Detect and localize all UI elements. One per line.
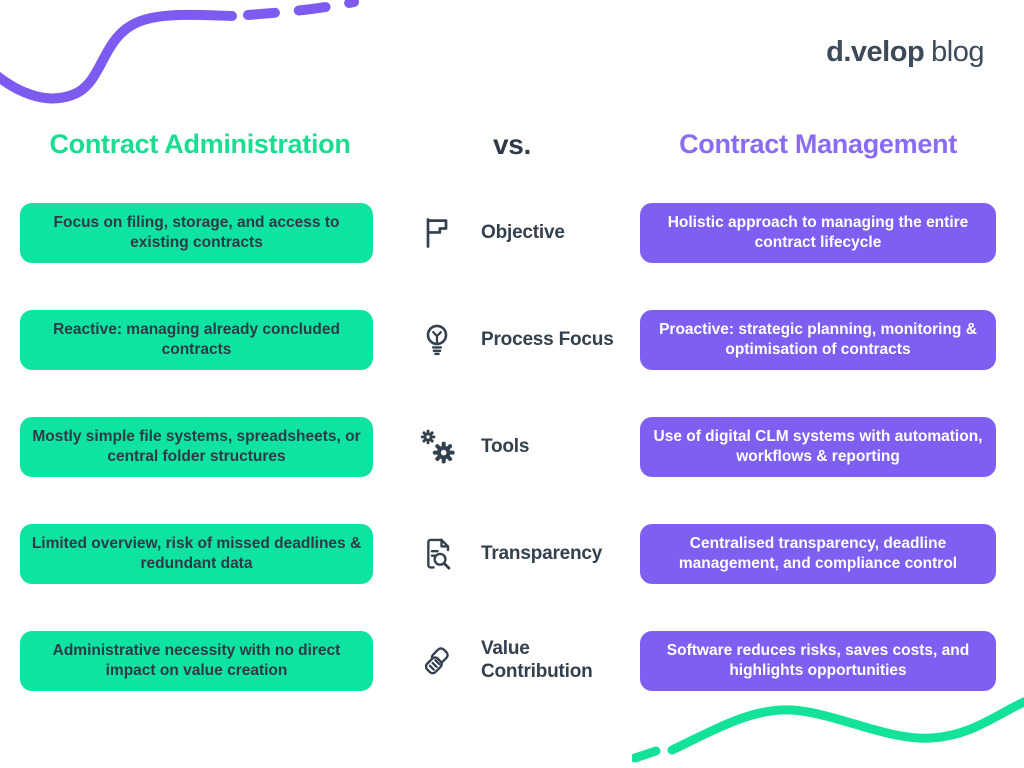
logo-brand: d.velop (826, 36, 925, 68)
row-objective: Focus on filing, storage, and access to … (0, 203, 1024, 263)
row-process-center: Process Focus (417, 310, 632, 370)
handshake-icon (417, 641, 457, 681)
mgmt-tools-box: Use of digital CLM systems with automati… (640, 417, 996, 477)
row-tools-center: Tools (417, 417, 632, 477)
row-transparency-center: Transparency (417, 524, 632, 584)
heading-contract-administration: Contract Administration (49, 129, 351, 159)
row-tools: Mostly simple file systems, spreadsheets… (0, 417, 1024, 477)
row-objective-center: Objective (417, 203, 632, 263)
mgmt-transparency-box: Centralised transparency, deadline manag… (640, 524, 996, 584)
heading-vs: vs. (492, 129, 532, 160)
admin-process-box: Reactive: managing already concluded con… (20, 310, 373, 370)
flag-icon (417, 213, 457, 253)
mgmt-objective-box: Holistic approach to managing the entire… (640, 203, 996, 263)
heading-contract-management: Contract Management (679, 129, 957, 159)
row-label: Objective (481, 221, 565, 243)
row-label: Process Focus (481, 328, 614, 350)
row-value-contribution: Administrative necessity with no direct … (0, 631, 1024, 691)
lightbulb-icon (417, 320, 457, 360)
purple-squiggle-decoration (0, 0, 359, 104)
row-process-focus: Reactive: managing already concluded con… (0, 310, 1024, 370)
row-label: Transparency (481, 542, 603, 564)
row-label: Tools (481, 435, 530, 457)
row-transparency: Limited overview, risk of missed deadlin… (0, 524, 1024, 584)
row-label: Value Contribution (481, 638, 593, 682)
green-squiggle-decoration (632, 696, 1024, 763)
row-value-center: Value Contribution (417, 631, 632, 691)
mgmt-process-box: Proactive: strategic planning, monitorin… (640, 310, 996, 370)
admin-tools-box: Mostly simple file systems, spreadsheets… (20, 417, 373, 477)
comparison-rows: Focus on filing, storage, and access to … (0, 203, 1024, 738)
gears-icon (417, 427, 457, 467)
admin-objective-box: Focus on filing, storage, and access to … (20, 203, 373, 263)
document-search-icon (417, 534, 457, 574)
admin-value-box: Administrative necessity with no direct … (20, 631, 373, 691)
logo-suffix: blog (931, 36, 984, 68)
admin-transparency-box: Limited overview, risk of missed deadlin… (20, 524, 373, 584)
mgmt-value-box: Software reduces risks, saves costs, and… (640, 631, 996, 691)
